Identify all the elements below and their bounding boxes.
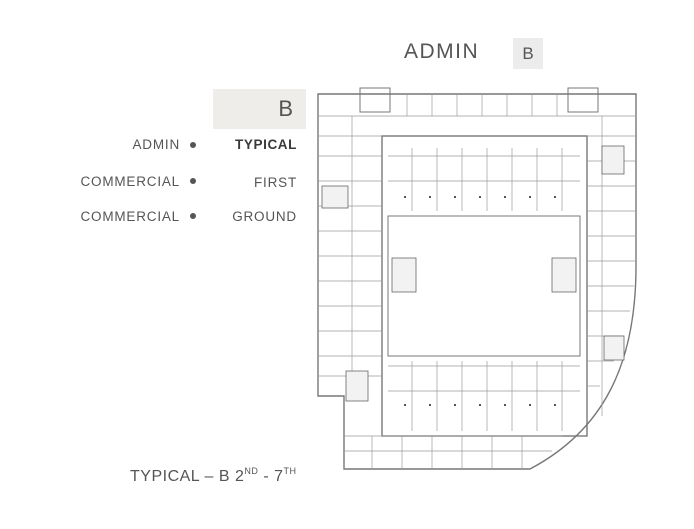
level-dot-icon — [190, 178, 196, 184]
level-building-commercial-1[interactable]: COMMERCIAL — [80, 174, 180, 189]
level-building-admin[interactable]: ADMIN — [132, 137, 180, 152]
level-floor-typical[interactable]: TYPICAL — [235, 137, 297, 152]
level-dot-icon — [190, 142, 196, 148]
level-floor-ground[interactable]: GROUND — [232, 209, 297, 224]
level-floor-first[interactable]: FIRST — [254, 175, 297, 190]
level-dot-icon — [190, 213, 196, 219]
block-badge-header: B — [513, 38, 543, 69]
block-selector[interactable]: B — [213, 89, 306, 129]
level-building-commercial-2[interactable]: COMMERCIAL — [80, 209, 180, 224]
plan-caption: TYPICAL – B 2ND - 7TH — [130, 466, 297, 485]
floor-plan — [317, 87, 637, 470]
page-title: ADMIN — [404, 40, 480, 63]
